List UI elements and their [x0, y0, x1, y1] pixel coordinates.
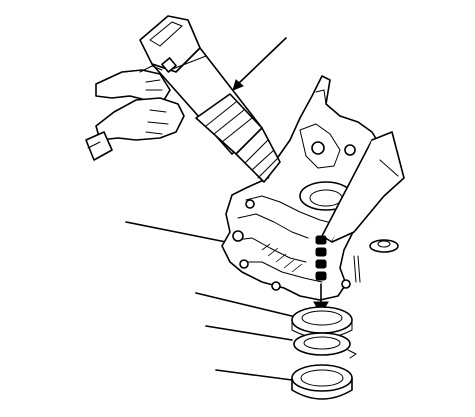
bolt-hole-5: [341, 279, 351, 289]
tool-set-screw: [161, 57, 177, 73]
leader-line-transmission-housing: [125, 221, 237, 245]
spring-coil-1: [315, 235, 327, 245]
bolt-hole-4: [271, 281, 281, 291]
spring-coil-2: [315, 247, 327, 257]
housing-rib-line-2: [235, 237, 307, 263]
hands: [85, 65, 185, 161]
upper-hand-fingers: [139, 65, 163, 91]
snap-ring: [293, 332, 357, 359]
hammer-handle: [85, 131, 113, 161]
bolt-hole-3: [239, 259, 249, 269]
tool-nose-knurl: [245, 139, 279, 179]
casting-boss-hole-2: [344, 144, 356, 156]
dowel-pin: [353, 255, 361, 283]
lower-hand: [95, 97, 185, 141]
section-hatching: [261, 243, 303, 273]
bearing-race: [291, 364, 353, 400]
leader-line-bearing-race: [215, 369, 293, 381]
detent-spring-stack: [315, 235, 327, 281]
shaft-edge: [379, 159, 399, 177]
housing-flange-line: [245, 195, 337, 225]
tool-handle-slot: [149, 21, 183, 47]
leader-line-oil-seal: [195, 292, 301, 319]
bearing-race-top: [291, 364, 353, 392]
tool-nose: [235, 127, 281, 183]
shaft-bracket: [331, 131, 405, 243]
leader-line-tool: [237, 37, 287, 85]
top-tab: [315, 89, 327, 105]
hammer-handle-grip: [87, 141, 101, 149]
spring-coil-4: [315, 271, 327, 281]
casting-boss: [299, 123, 341, 169]
tool-collar-lines: [205, 101, 253, 143]
oil-seal: [291, 306, 353, 339]
side-bolt: [353, 239, 399, 283]
snap-ring-tab: [347, 349, 357, 359]
installer-tool: [139, 15, 281, 183]
lower-hand-fingers: [145, 109, 169, 135]
snap-ring-outer: [293, 332, 351, 356]
housing-rib-line-3: [243, 261, 323, 283]
casting-boss-hole: [311, 141, 325, 155]
spring-coil-3: [315, 259, 327, 269]
bearing-race-bore: [300, 369, 344, 387]
shaft: [321, 131, 405, 243]
transmission-housing: [221, 75, 385, 301]
side-bolt-head: [369, 239, 399, 253]
leader-arrowhead-tool: [232, 79, 244, 91]
housing-rib-line-1: [237, 213, 309, 239]
callout-leaders: [125, 37, 301, 381]
upper-hand: [95, 69, 171, 101]
snap-ring-inner: [303, 336, 341, 350]
leader-line-snap-ring: [205, 325, 293, 341]
bolt-hole-1: [232, 230, 244, 242]
bolt-hole-2: [245, 199, 255, 209]
tool-cylinder-highlight: [169, 55, 207, 71]
oil-seal-inner: [301, 310, 343, 326]
side-bolt-hole: [377, 240, 391, 248]
